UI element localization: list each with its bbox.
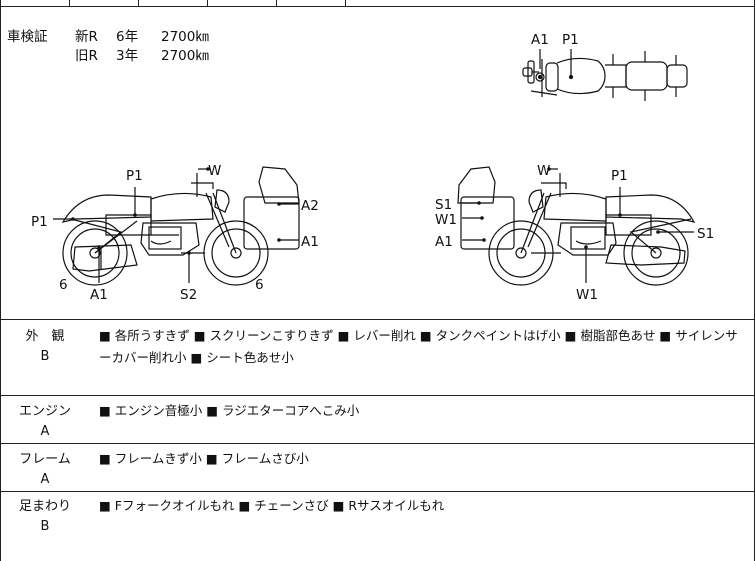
motorcycle-diagrams: A1 P1 P1 W P1 A2 A1 6 A1 S2 6 W P1 S1 W1… — [31, 32, 714, 303]
shaken-type: 新R — [75, 29, 98, 45]
label-left-p1-rear: P1 — [31, 214, 48, 230]
category-name: エンジン — [18, 404, 71, 419]
label-left-a1-case: A1 — [301, 234, 319, 250]
label-right-w: W — [537, 163, 550, 179]
label-left-6-rear: 6 — [59, 277, 68, 293]
cell-divider — [138, 0, 139, 6]
label-right-p1: P1 — [611, 168, 628, 184]
category-name: フレーム — [19, 452, 71, 467]
row-notes: ■ フレームきず小 ■ フレームさび小 — [99, 451, 309, 466]
shaken-label: 車検証 — [7, 29, 48, 45]
label-right-s1-muffler: S1 — [697, 226, 714, 242]
row-notes: ■ 各所うすきず ■ スクリーンこすりきず ■ レバー削れ ■ タンクペイントは… — [99, 328, 738, 365]
motorcycle-top-view — [522, 49, 688, 101]
cell-divider — [345, 0, 346, 6]
label-left-s2: S2 — [180, 287, 197, 303]
label-left-w: W — [208, 163, 221, 179]
inspection-row-suspension: 足まわり B ■ Fフォークオイルもれ ■ チェーンさび ■ Rサスオイルもれ — [1, 492, 754, 561]
damage-diagram-section: 車検証 新R 6年 2700㎞ 旧R 3年 2700㎞ — [1, 7, 754, 320]
category-name: 足まわり — [18, 499, 71, 514]
shaken-row-new: 新R 6年 2700㎞ — [75, 28, 209, 47]
category-name: 外 観 — [25, 329, 65, 344]
category-grade: A — [40, 424, 50, 439]
shaken-mileage: 2700㎞ — [161, 48, 209, 64]
shaken-years: 3年 — [116, 48, 139, 64]
motorcycle-right-view — [457, 166, 696, 286]
motorcycle-left-view — [61, 166, 300, 286]
row-category: 外 観 B — [1, 327, 89, 367]
row-notes: ■ エンジン音極小 ■ ラジエターコアへこみ小 — [99, 403, 360, 418]
shaken-mileage: 2700㎞ — [161, 29, 209, 45]
label-left-p1-tank: P1 — [126, 168, 143, 184]
category-grade: B — [40, 519, 50, 534]
row-category: エンジン A — [1, 402, 89, 442]
category-grade: B — [40, 349, 50, 364]
callout-lines — [53, 168, 694, 283]
row-notes: ■ Fフォークオイルもれ ■ チェーンさび ■ Rサスオイルもれ — [99, 498, 445, 513]
label-top-p1: P1 — [562, 32, 579, 48]
label-top-a1: A1 — [531, 32, 549, 48]
inspection-row-engine: エンジン A ■ エンジン音極小 ■ ラジエターコアへこみ小 — [1, 396, 754, 444]
label-left-a2: A2 — [301, 198, 319, 214]
shaken-row-old: 旧R 3年 2700㎞ — [75, 47, 209, 66]
header-cells-strip — [1, 0, 754, 7]
inspection-row-exterior: 外 観 B ■ 各所うすきず ■ スクリーンこすりきず ■ レバー削れ ■ タン… — [1, 320, 754, 396]
row-category: フレーム A — [1, 450, 89, 490]
row-category: 足まわり B — [1, 497, 89, 537]
label-left-6-front: 6 — [255, 277, 264, 293]
shaken-type: 旧R — [75, 48, 98, 64]
cell-divider — [276, 0, 277, 6]
label-right-w1-case: W1 — [435, 212, 457, 228]
label-left-a1-muffler: A1 — [90, 287, 108, 303]
label-right-s1-case: S1 — [435, 197, 452, 213]
cell-divider — [69, 0, 70, 6]
cell-divider — [207, 0, 208, 6]
inspection-row-frame: フレーム A ■ フレームきず小 ■ フレームさび小 — [1, 444, 754, 492]
category-grade: A — [40, 472, 50, 487]
label-right-a1-case: A1 — [435, 234, 453, 250]
shaken-years: 6年 — [116, 29, 139, 45]
label-right-w1-engine: W1 — [576, 287, 598, 303]
